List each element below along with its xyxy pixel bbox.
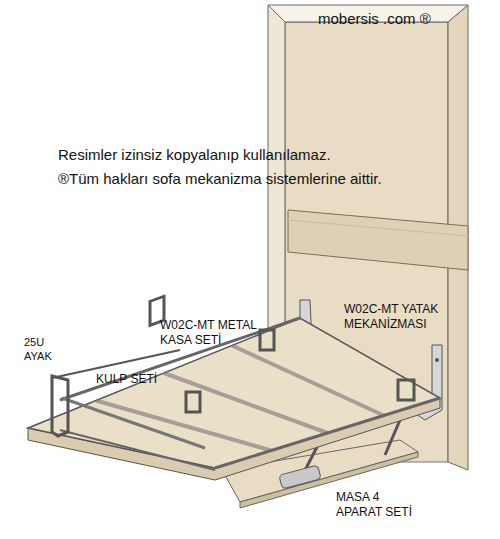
panel-divider <box>164 373 328 433</box>
copyright-note: Resimler izinsiz kopyalanıp kullanılamaz… <box>58 146 488 165</box>
copyright-note: ®Tüm hakları sofa mekanizma sistemlerine… <box>58 170 488 189</box>
part-name: 25U AYAK <box>24 336 64 364</box>
watermark: mobersis .com ® <box>318 10 458 29</box>
part-name: KULP SETİ <box>96 372 186 387</box>
part-name: MASA 4 APARAT SETİ <box>336 490 426 520</box>
part-name: W02C-MT METAL KASA SETİ <box>160 318 280 348</box>
panel-divider <box>232 346 384 416</box>
panel-divider <box>96 401 271 451</box>
part-name: W02C-MT YATAK MEKANİZMASI <box>344 302 444 332</box>
